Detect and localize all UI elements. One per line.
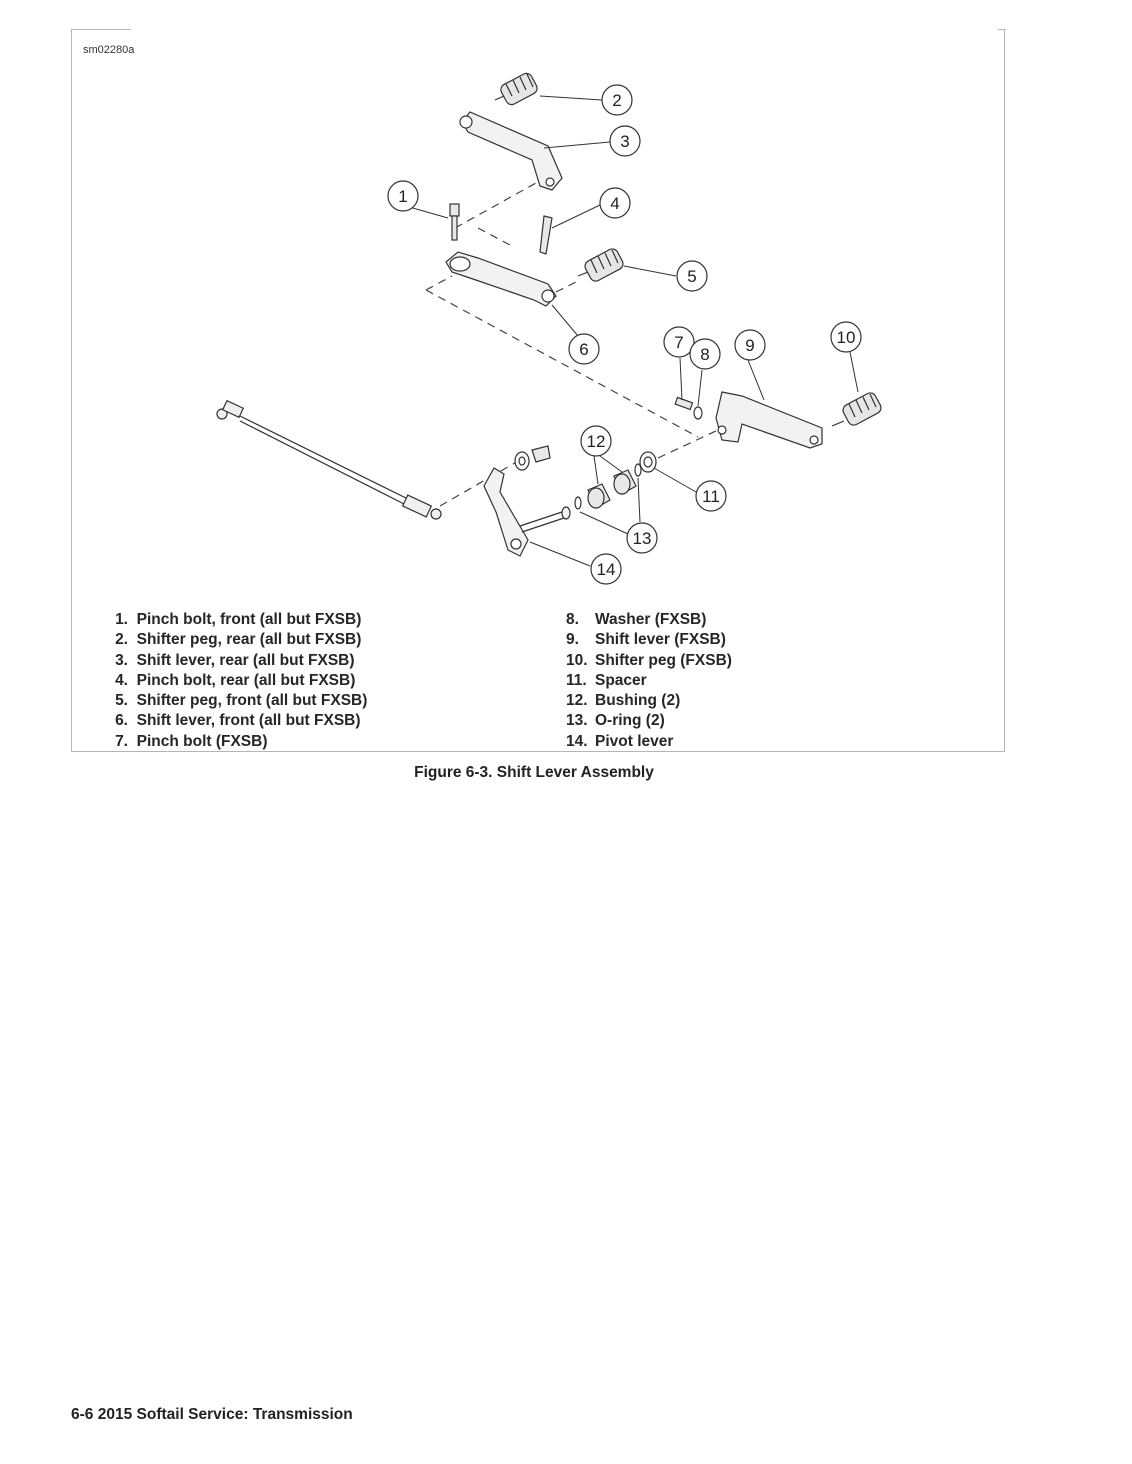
rear-shifter-peg [494,72,538,106]
callout-5: 5 [676,260,708,292]
legend-right: 8.Washer (FXSB) 9.Shift lever (FXSB) 10.… [566,610,732,752]
assembly-line [555,279,581,293]
svg-text:12: 12 [587,432,606,451]
svg-text:4: 4 [610,194,619,213]
legend-item: 13.O-ring (2) [566,712,665,730]
svg-text:2: 2 [612,91,621,110]
assembly-line [425,275,453,291]
svg-text:6: 6 [579,340,588,359]
svg-text:8: 8 [700,345,709,364]
callout-14: 14 [590,553,622,585]
callout-13: 13 [626,522,658,554]
legend-item: 1. Pinch bolt, front (all but FXSB) [115,611,362,628]
rear-shift-lever [459,111,563,191]
svg-text:1: 1 [398,187,407,206]
legend-item: 2. Shifter peg, rear (all but FXSB) [115,631,362,649]
front-shifter-peg [577,248,624,282]
legend-item: 4. Pinch bolt, rear (all but FXSB) [115,671,356,689]
svg-text:10: 10 [837,328,856,347]
callout-6: 6 [568,333,600,365]
pivot-lever [483,467,571,557]
fxsb-shifter-peg [831,392,882,427]
callout-7: 7 [663,326,695,358]
front-shift-lever [445,251,557,307]
footer-section: Transmission [252,1406,353,1423]
svg-text:5: 5 [687,267,696,286]
callout-10: 10 [830,321,862,353]
legend-item: 5. Shifter peg, front (all but FXSB) [115,692,368,710]
assembly-line [439,459,521,507]
legend-item: 10.Shifter peg (FXSB) [566,651,732,669]
svg-text:13: 13 [633,529,652,548]
callout-4: 4 [599,187,631,219]
legend-item: 11.Spacer [566,671,647,689]
frame-top-edge-left [71,29,131,30]
assembly-line [454,177,546,229]
callout-9: 9 [734,329,766,361]
bushings [587,469,637,509]
assembly-line [425,289,699,438]
spacer [639,451,657,473]
svg-text:14: 14 [597,560,616,579]
legend-item: 7. Pinch bolt (FXSB) [115,732,268,750]
legend-item: 3. Shift lever, rear (all but FXSB) [115,651,355,669]
figure-frame [71,29,1005,752]
figure-caption: Figure 6-3. Shift Lever Assembly [414,764,654,781]
footer-page-number: 6-6 [71,1406,94,1423]
callout-3: 3 [609,125,641,157]
rear-pinch-bolt [539,215,553,255]
pivot-nut [531,445,551,463]
legend-item: 8.Washer (FXSB) [566,611,707,628]
fxsb-pinch-bolt [674,396,694,411]
page-footer: 6-6 2015 Softail Service: Transmission [71,1406,353,1424]
svg-text:7: 7 [674,333,683,352]
o-rings [574,463,642,510]
callout-11: 11 [695,480,727,512]
footer-manual-title: 2015 Softail Service: [97,1406,249,1423]
callout-8: 8 [689,338,721,370]
svg-text:11: 11 [702,487,720,506]
legend-item: 12.Bushing (2) [566,692,681,710]
svg-text:9: 9 [745,336,754,355]
assembly-line [477,227,511,246]
callout-2: 2 [601,84,633,116]
callout-1: 1 [387,180,419,212]
figure-ident: sm02280a [83,44,135,56]
shift-rod [216,399,442,520]
shift-lever-diagram: 1 2 3 4 5 6 7 8 9 10 11 12 13 14 [216,72,882,585]
legend-item: 14.Pivot lever [566,732,674,750]
assembly-line [657,429,719,459]
front-pinch-bolt [449,203,460,241]
legend-item: 6. Shift lever, front (all but FXSB) [115,712,361,730]
fxsb-washer [693,406,703,420]
fxsb-shift-lever [715,391,823,449]
svg-text:3: 3 [620,132,629,151]
legend-item: 9.Shift lever (FXSB) [566,631,726,649]
legend-left: 1. Pinch bolt, front (all but FXSB) 2. S… [96,610,367,752]
pivot-washer [514,451,530,471]
frame-top-edge-right [998,29,1006,30]
callout-12: 12 [580,425,612,457]
